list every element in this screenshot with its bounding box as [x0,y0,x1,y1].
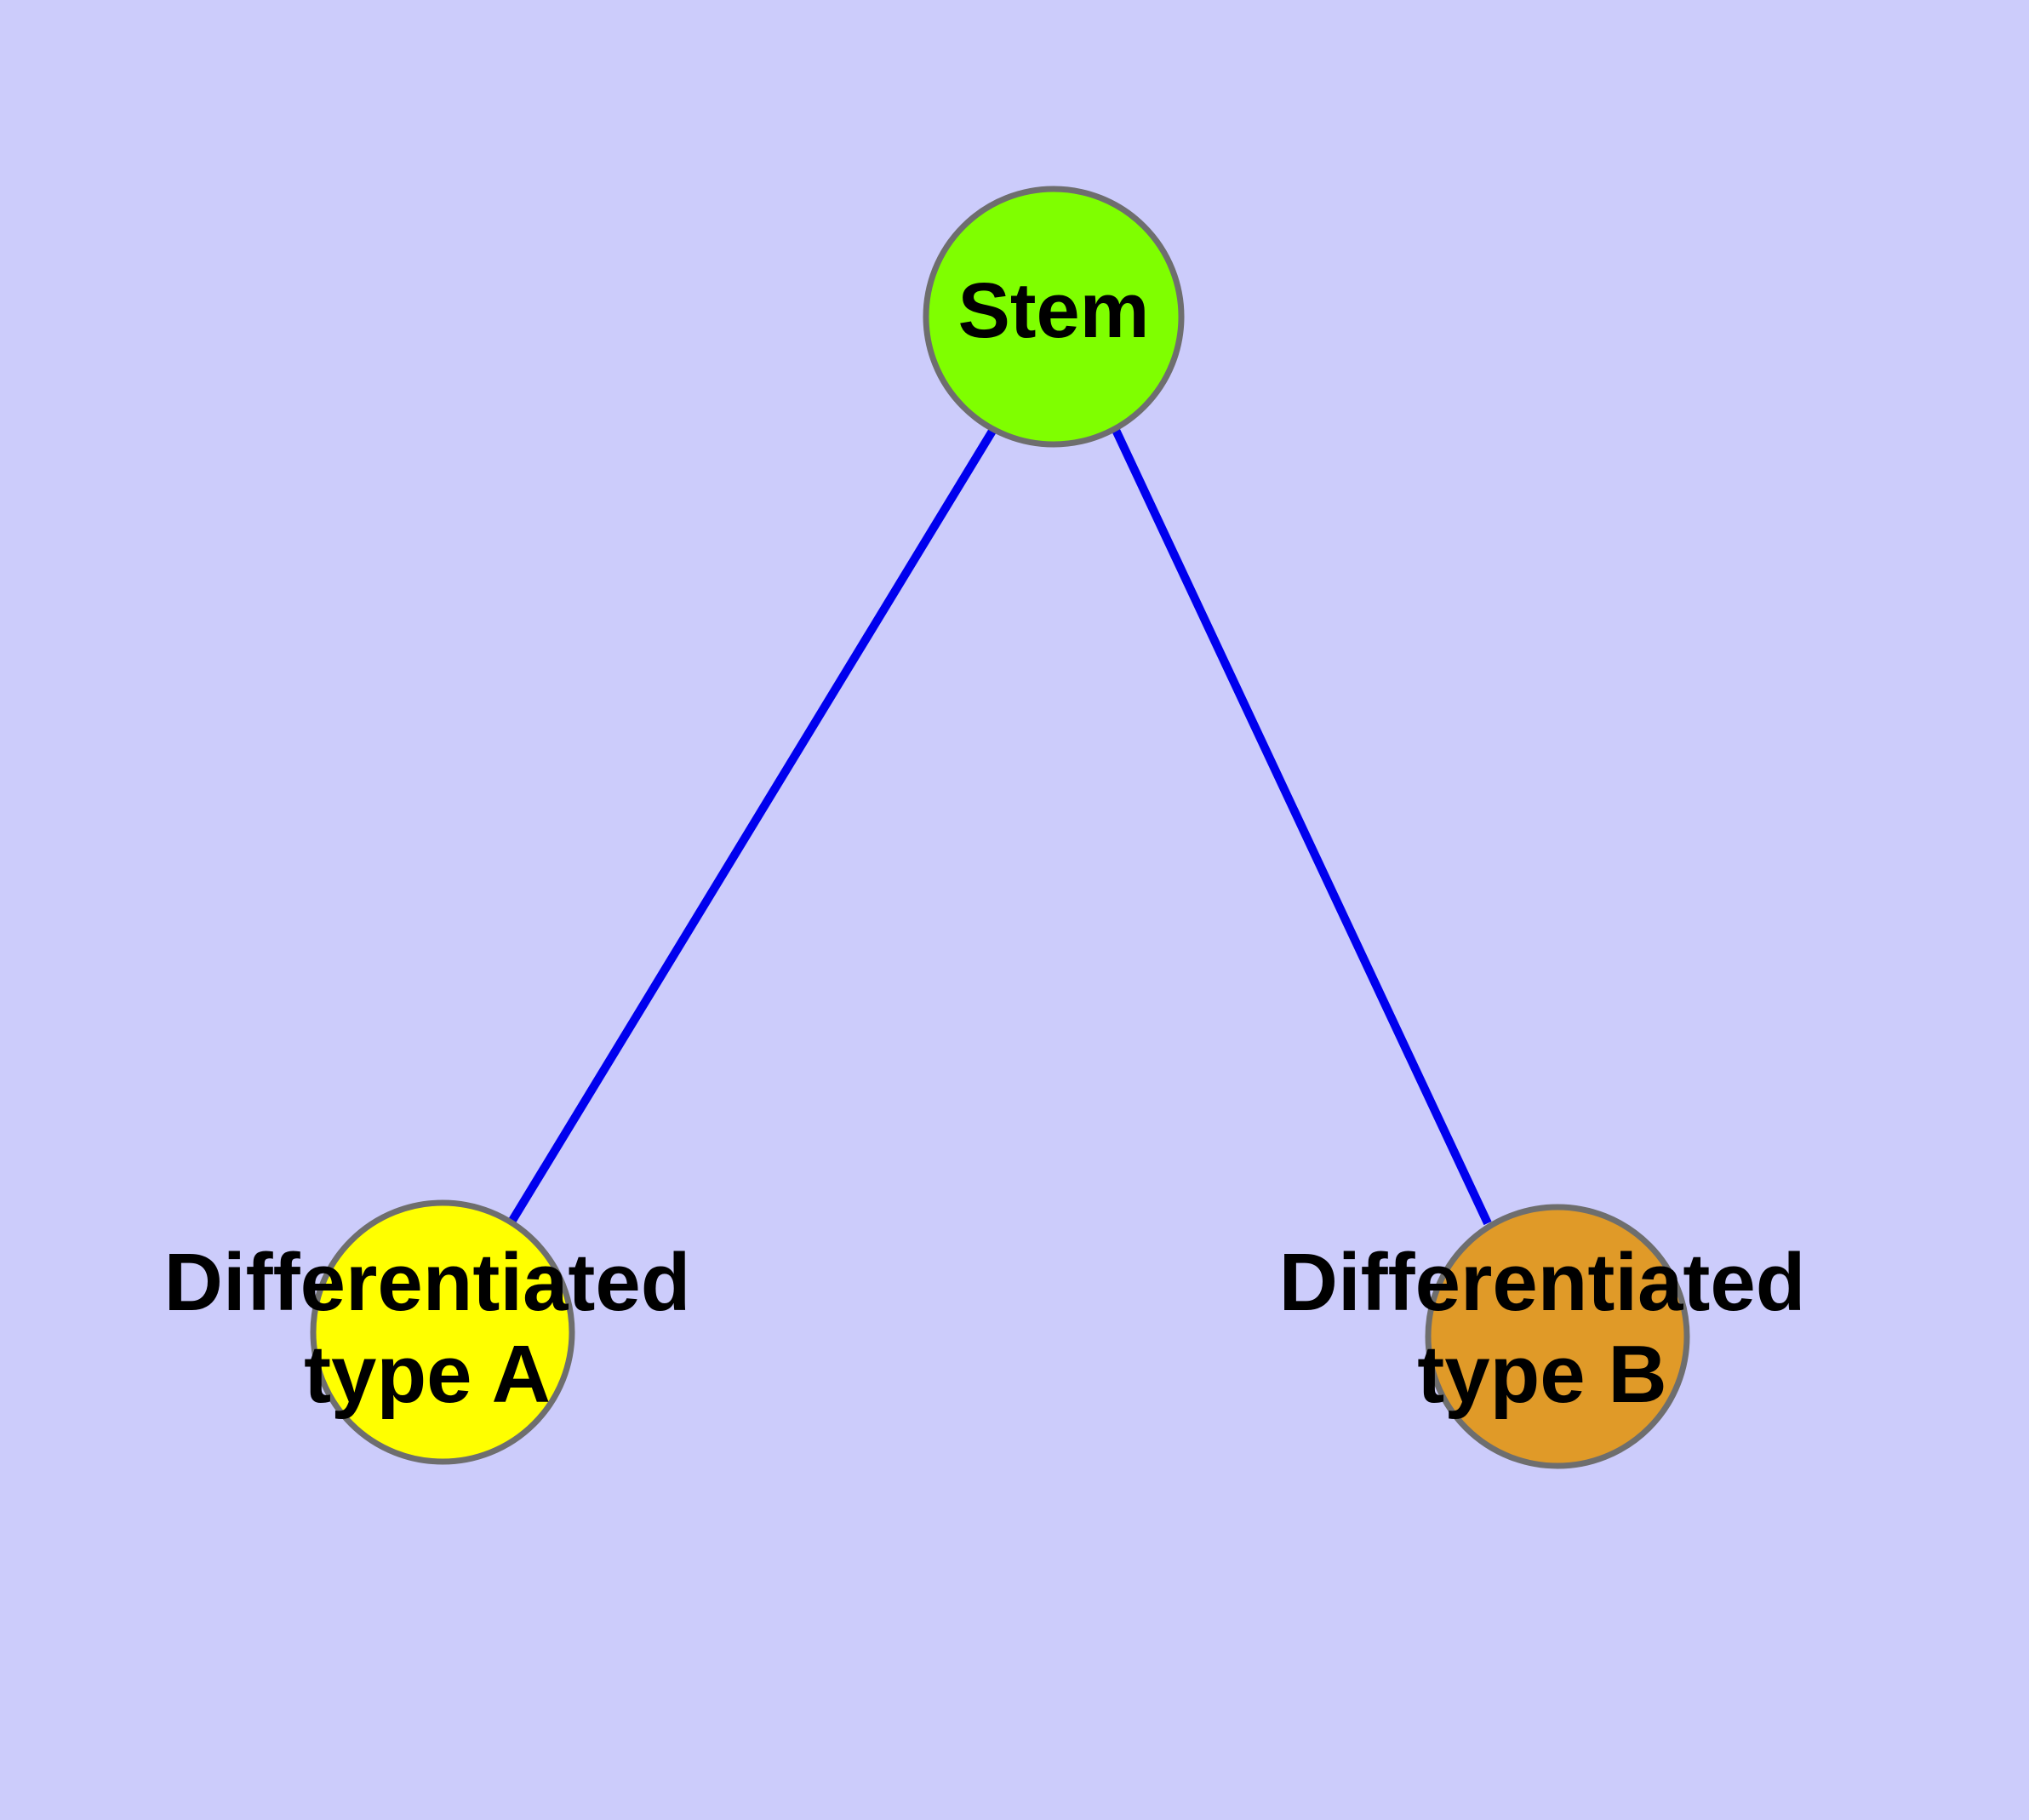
node-stem[interactable]: Stem [923,186,1185,448]
node-differentiated-type-a[interactable] [310,1199,575,1465]
node-stem-circle[interactable] [923,186,1185,448]
node-differentiated-type-b[interactable] [1425,1204,1690,1469]
edge-layer [506,426,1492,1226]
node-stem-label: Stem [958,267,1150,354]
edge-stem-to-diff-a[interactable] [506,426,998,1226]
node-differentiated-type-a-circle[interactable] [310,1199,575,1465]
node-differentiated-type-b-circle[interactable] [1425,1204,1690,1469]
edge-stem-to-diff-b[interactable] [1111,426,1492,1226]
